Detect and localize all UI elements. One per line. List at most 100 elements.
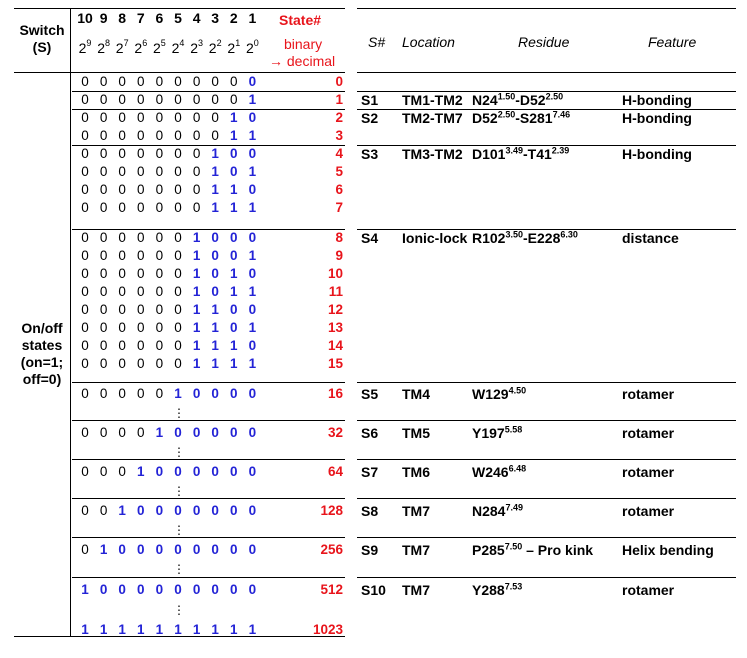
residue-sup-b: 2.50: [545, 91, 564, 102]
state-bit: 0: [211, 92, 219, 107]
power-of-two: 27: [111, 39, 133, 56]
state-bit: 0: [155, 356, 164, 371]
residue-sep: – Pro kink: [522, 542, 594, 558]
power-exponent: 4: [179, 38, 185, 49]
state-bit: 1: [118, 622, 126, 637]
state-bit: 0: [230, 542, 238, 557]
state-bit: 0: [211, 74, 219, 89]
state-bit: 1: [192, 338, 201, 353]
row-rule: [72, 459, 345, 460]
state-bit: 0: [211, 582, 219, 597]
switch-row-rule: [357, 91, 736, 92]
residue-res-b: T41: [527, 146, 552, 162]
power-of-two: 21: [223, 39, 245, 56]
residue-sup-a: 7.49: [505, 502, 523, 513]
state-bit: 0: [81, 248, 89, 263]
state-bit: 0: [155, 182, 164, 197]
row-label-divider: [70, 8, 71, 636]
state-bit: 0: [118, 386, 126, 401]
state-bit: 0: [174, 302, 182, 317]
switch-residue: P2857.50 – Pro kink: [472, 541, 593, 559]
switch-id: S4: [361, 230, 379, 246]
state-bit: 0: [137, 284, 145, 299]
state-bit: 0: [248, 146, 257, 161]
ellipsis-dots: ⋮: [173, 484, 185, 498]
switch-number-9: 9: [99, 10, 108, 26]
state-bit: 0: [137, 266, 145, 281]
state-bit: 0: [192, 386, 201, 401]
state-bit: 0: [248, 464, 257, 479]
state-bit: 0: [118, 110, 126, 125]
residue-res-a: D52: [472, 110, 498, 126]
power-of-two: 25: [148, 39, 170, 56]
switch-number-5: 5: [174, 10, 182, 26]
residue-sup-a: 3.49: [505, 145, 523, 156]
state-bit: 0: [81, 92, 89, 107]
state-decimal: 2: [335, 110, 343, 125]
state-decimal: 16: [327, 386, 343, 401]
switch-id: S8: [361, 503, 379, 519]
state-bit: 0: [137, 110, 145, 125]
state-bit: 0: [81, 425, 89, 440]
state-decimal: 11: [328, 284, 343, 299]
residue-sep: -: [515, 110, 520, 126]
switch-id: S9: [361, 542, 379, 558]
switch-row-rule: [357, 229, 736, 230]
residue-res-b: S281: [519, 110, 553, 126]
switch-row-rule: [357, 382, 736, 383]
state-bit: 1: [99, 622, 108, 637]
state-bit: 0: [99, 582, 108, 597]
state-bit: 0: [137, 338, 145, 353]
row-rule: [72, 229, 345, 230]
state-bit: 0: [118, 74, 126, 89]
state-bit: 0: [137, 302, 145, 317]
state-bit: 1: [211, 320, 219, 335]
power-base: 2: [134, 40, 143, 56]
state-bit: 0: [174, 128, 182, 143]
state-bit: 0: [137, 582, 145, 597]
power-base: 2: [97, 40, 105, 56]
power-exponent: 3: [197, 38, 203, 49]
state-bit: 0: [248, 338, 257, 353]
state-bit: 1: [174, 622, 182, 637]
state-bit: 1: [211, 146, 219, 161]
state-bit: 0: [81, 230, 89, 245]
state-bit: 0: [211, 128, 219, 143]
row-rule: [72, 145, 345, 146]
state-decimal: 512: [320, 582, 343, 597]
power-of-two: 22: [204, 39, 226, 56]
state-bit: 0: [99, 284, 108, 299]
state-bit: 0: [137, 74, 145, 89]
header-rule: [14, 72, 345, 73]
power-of-two: 28: [93, 39, 115, 56]
state-bit: 1: [211, 200, 219, 215]
ellipsis-dots: ⋮: [173, 562, 185, 576]
row-rule: [72, 91, 345, 92]
power-exponent: 9: [86, 38, 92, 49]
switch-number-2: 2: [229, 10, 238, 26]
state-bit: 0: [155, 266, 164, 281]
state-bit: 1: [211, 302, 219, 317]
switch-location: TM7: [402, 542, 430, 558]
state-bit: 0: [230, 320, 238, 335]
state-bit: 0: [118, 230, 126, 245]
state-bit: 0: [211, 503, 219, 518]
switch-number-3: 3: [211, 10, 220, 26]
state-bit: 0: [174, 542, 182, 557]
state-bit: 0: [248, 230, 257, 245]
state-bit: 0: [81, 356, 89, 371]
state-bit: 0: [99, 182, 108, 197]
state-bit: 0: [248, 386, 257, 401]
state-bit: 0: [155, 320, 164, 335]
row-rule: [72, 382, 345, 383]
state-bit: 0: [248, 74, 257, 89]
state-bit: 1: [99, 542, 108, 557]
residue-sup-a: 1.50: [497, 91, 516, 102]
state-bit: 1: [248, 128, 257, 143]
state-decimal: 4: [335, 146, 343, 161]
state-bit: 0: [118, 182, 126, 197]
state-decimal: 128: [320, 503, 343, 518]
state-bit: 0: [192, 182, 201, 197]
switch-id: S10: [361, 582, 386, 598]
state-bit: 0: [248, 425, 257, 440]
